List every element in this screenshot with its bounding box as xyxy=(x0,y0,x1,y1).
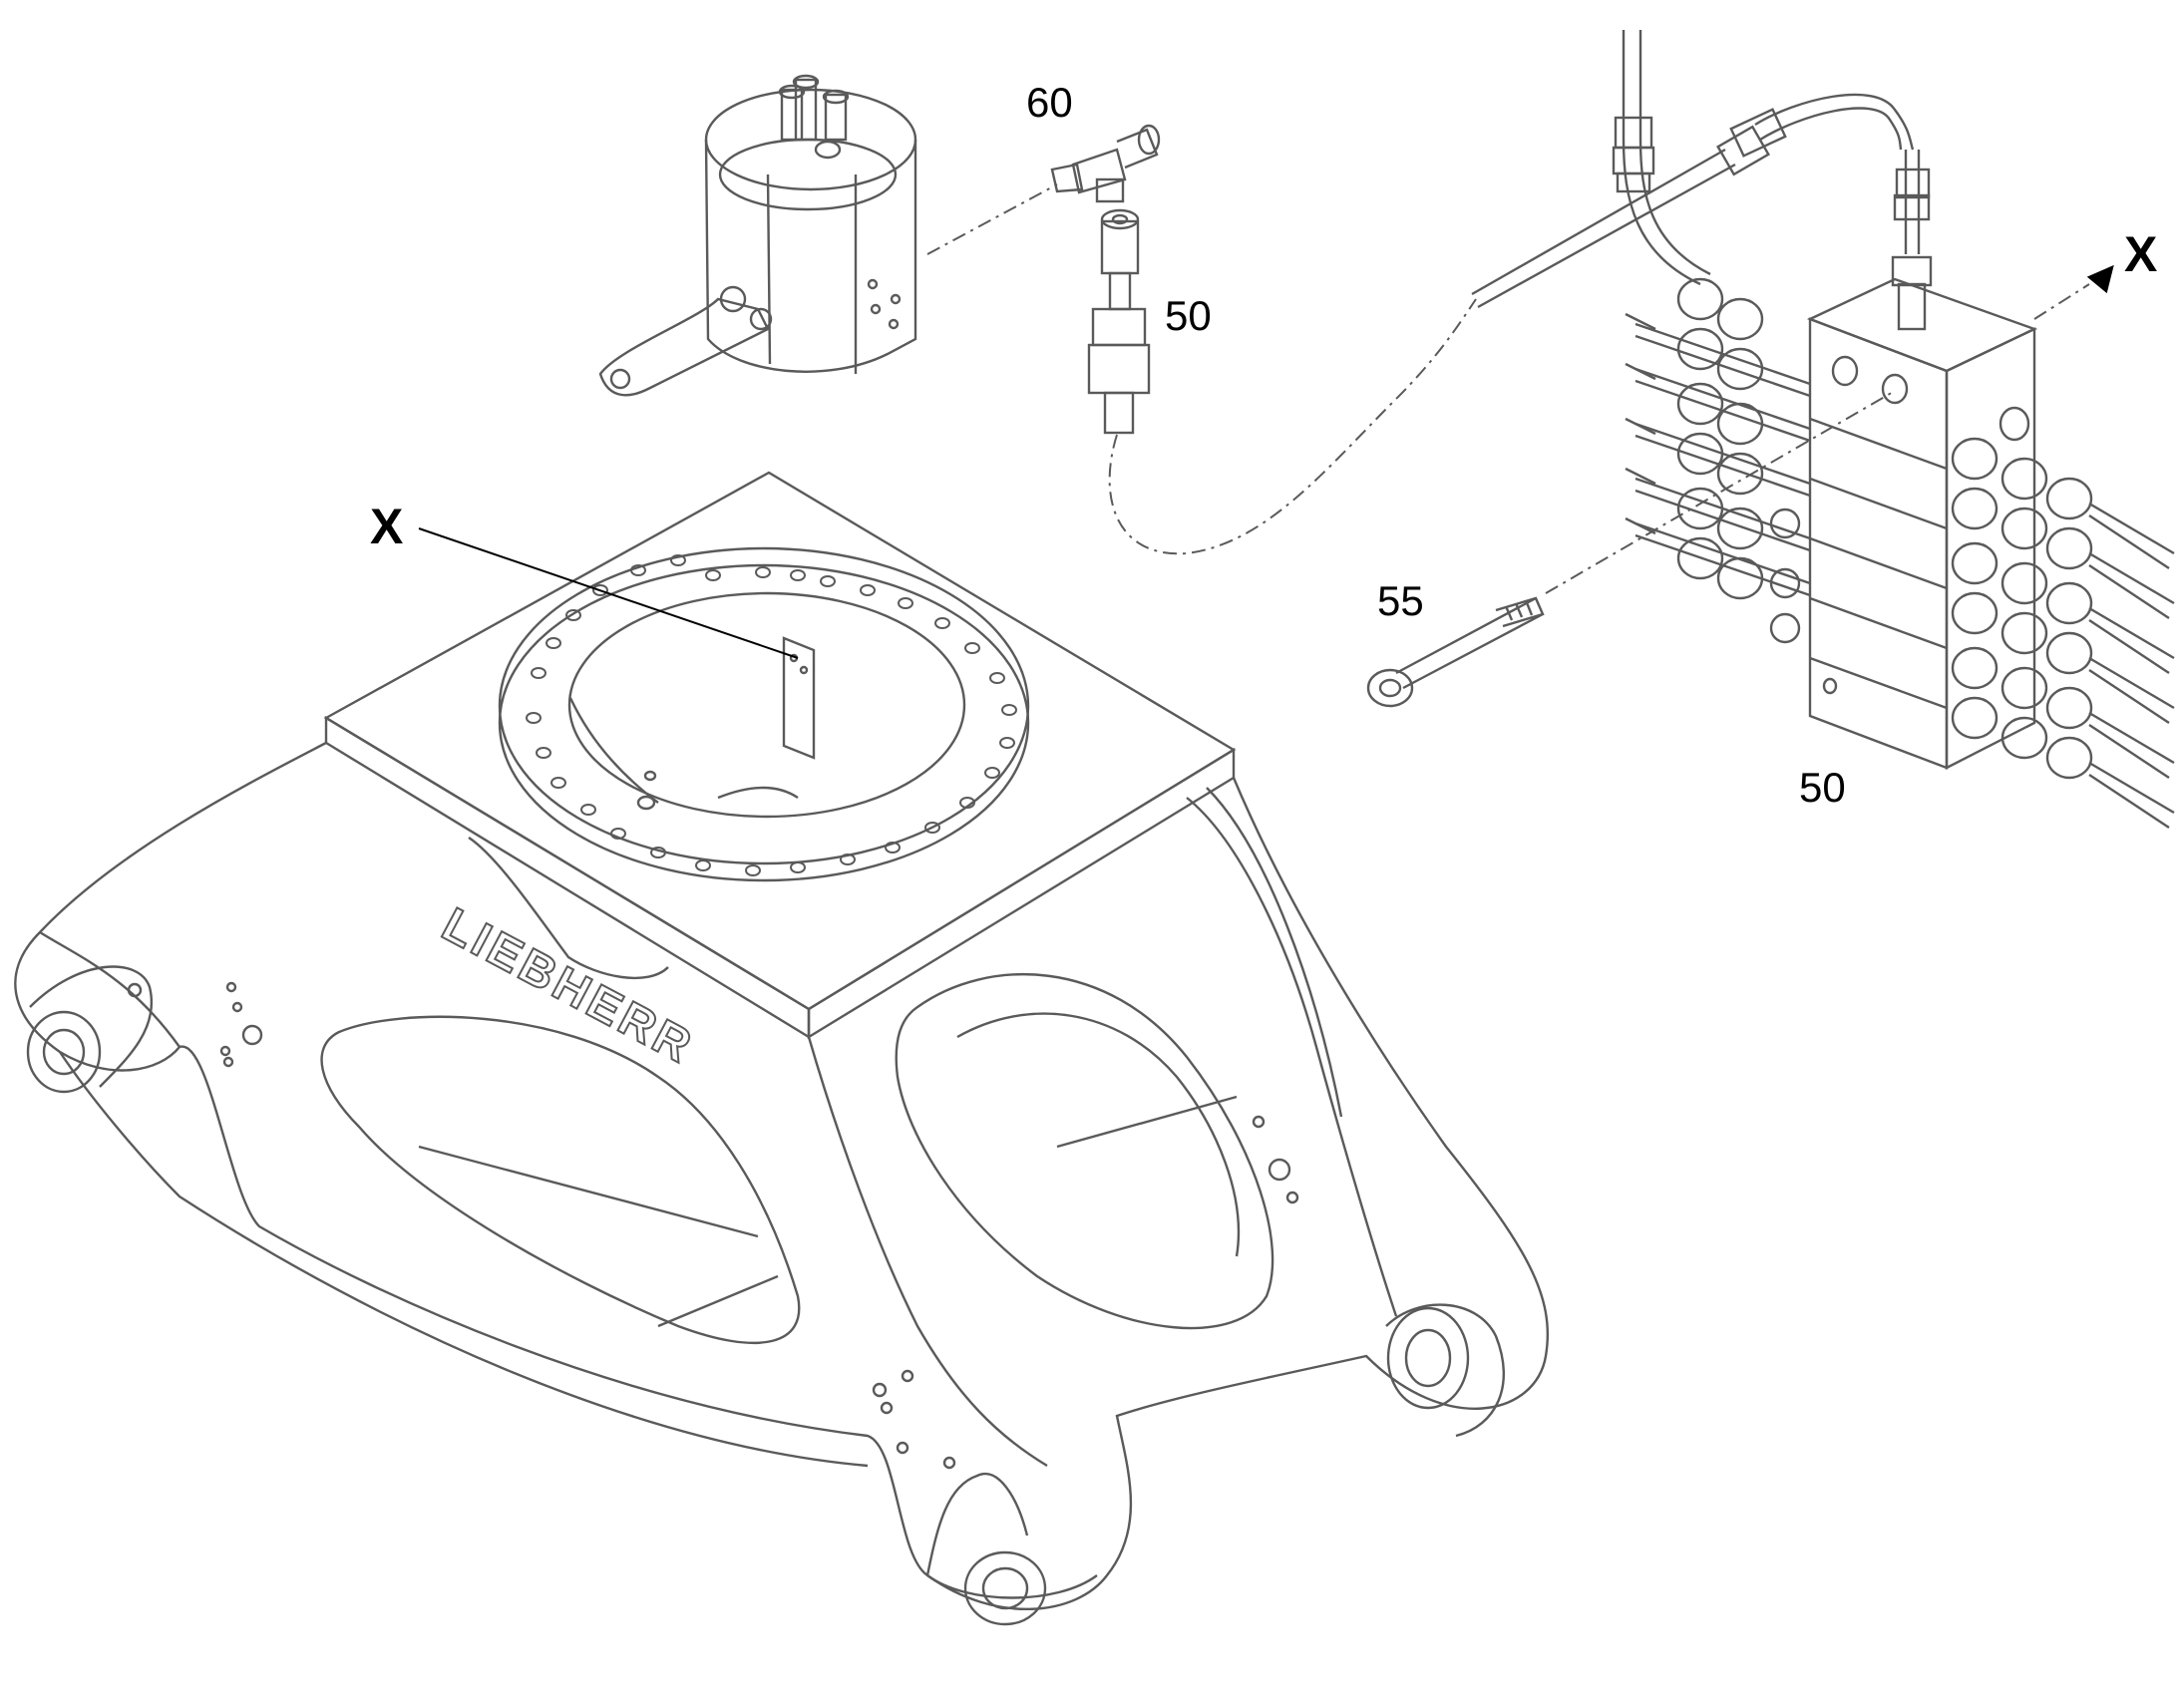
slewing-ring xyxy=(498,546,1030,882)
right-fittings xyxy=(1951,437,2175,830)
distributor-block xyxy=(1471,30,2175,830)
callout-60: 60 xyxy=(1026,79,1073,126)
bolt xyxy=(1366,596,1545,708)
callout-50-lower: 50 xyxy=(1799,764,1846,811)
machine-frame xyxy=(14,471,1550,1626)
detail-x-plate xyxy=(782,636,816,760)
detail-x-label-left: X xyxy=(370,499,404,554)
callout-50-upper: 50 xyxy=(1165,292,1212,339)
sensor-unit xyxy=(598,74,917,397)
hose-fitting xyxy=(1087,208,1151,435)
callout-55: 55 xyxy=(1377,577,1424,624)
detail-x-label-right: X xyxy=(2124,226,2158,282)
dash-lines xyxy=(926,183,2090,594)
left-fittings xyxy=(1635,277,1811,644)
detail-x-leader xyxy=(418,527,799,659)
tee-fitting xyxy=(1050,124,1161,203)
detail-x-arrow xyxy=(2086,264,2114,294)
